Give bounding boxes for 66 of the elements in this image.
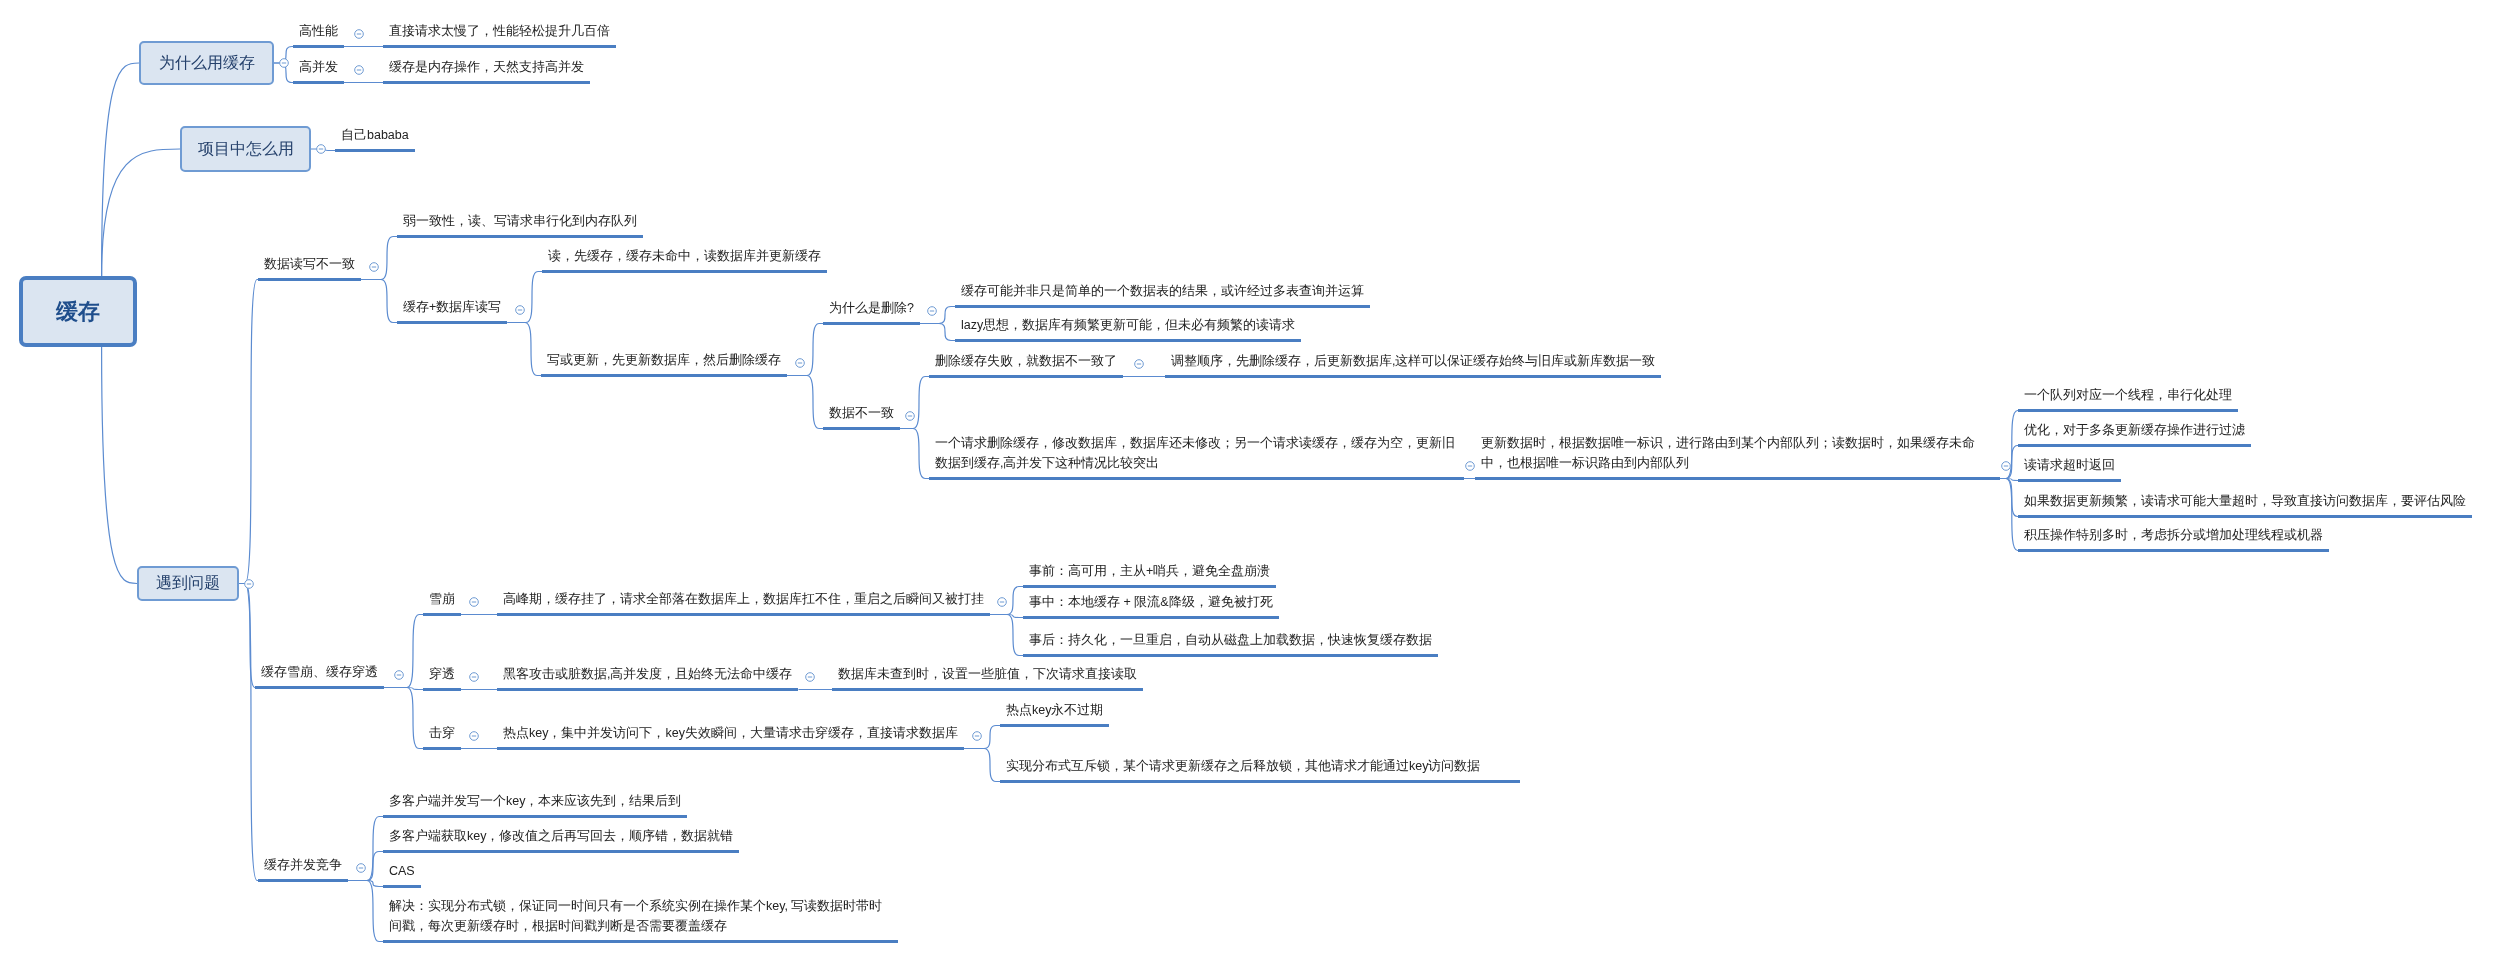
topic-label: 直接请求太慢了，性能轻松提升几百倍 (383, 21, 616, 48)
branch-line (343, 81, 384, 84)
branch-line (460, 688, 498, 691)
main-topic-box: 项目中怎么用 (180, 126, 311, 172)
topic-label: 更新数据时，根据数据唯一标识，进行路由到某个内部队列；读数据时，如果缓存未命中，也根据唯一标识路由到内部队列 (1475, 433, 2000, 480)
topic-label: 删除缓存失败，就数据不一致了 (929, 351, 1123, 378)
topic-label: 调整顺序，先删除缓存，后更新数据库,这样可以保证缓存始终与旧库或新库数据一致 (1165, 351, 1662, 378)
topic-label: 黑客攻击或脏数据,高并发度，且始终无法命中缓存 (497, 664, 799, 691)
topic-label: 热点key，集中并发访问下，key失效瞬间，大量请求击穿缓存，直接请求数据库 (497, 723, 964, 750)
branch-line (899, 427, 930, 480)
branch-line (963, 747, 1001, 783)
topic-label: 击穿 (423, 723, 461, 750)
topic-label: 为什么是删除? (823, 298, 920, 325)
branch-line (383, 686, 424, 750)
topic-label: 缓存是内存操作，天然支持高并发 (383, 57, 590, 84)
branch-line (273, 62, 294, 84)
topic-label: 如果数据更新频繁，读请求可能大量超时，导致直接访问数据库，要评估风险 (2018, 491, 2472, 518)
topic-label: 缓存并发竞争 (258, 855, 348, 882)
branch-line (1999, 477, 2019, 552)
topic-label: 实现分布式互斥锁，某个请求更新缓存之后释放锁，其他请求才能通过key访问数据 (1000, 756, 1520, 783)
topic-label: 高峰期，缓存挂了，请求全部落在数据库上，数据库扛不住，重启之后瞬间又被打挂 (497, 589, 990, 616)
branch-line (360, 278, 398, 324)
branch-line (786, 374, 824, 430)
branch-line (347, 879, 384, 943)
topic-label: 读，先缓存，缓存未命中，读数据库并更新缓存 (542, 246, 827, 273)
branch-line (460, 747, 498, 750)
topic-label: 多客户端获取key，修改值之后再写回去，顺序错，数据就错 (383, 826, 740, 853)
branch-line (1122, 375, 1166, 378)
topic-label: lazy思想，数据库有频繁更新可能，但未必有频繁的读请求 (955, 315, 1302, 342)
branch-line (101, 346, 138, 585)
topic-label: 一个请求删除缓存，修改数据库，数据库还未修改；另一个请求读缓存，缓存为空，更新旧数据到缓存,高并发下这种情况比较突出 (929, 433, 1464, 480)
topic-label: 事中：本地缓存 + 限流&降级，避免被打死 (1023, 592, 1279, 619)
branch-line (460, 613, 498, 616)
branch-line (506, 321, 542, 377)
topic-label: 写或更新，先更新数据库，然后删除缓存 (541, 350, 787, 377)
topic-label: 自己bababa (335, 125, 415, 152)
topic-label: 一个队列对应一个线程，串行化处理 (2018, 385, 2238, 412)
topic-label: 事前：高可用，主从+哨兵，避免全盘崩溃 (1023, 561, 1277, 588)
topic-label: 积压操作特别多时，考虑拆分或增加处理线程或机器 (2018, 525, 2329, 552)
branch-line (919, 322, 956, 342)
topic-label: 数据不一致 (823, 403, 900, 430)
topic-label: 高并发 (293, 57, 344, 84)
topic-label: 优化，对于多条更新缓存操作进行过滤 (2018, 420, 2251, 447)
topic-label: 缓存雪崩、缓存穿透 (255, 662, 384, 689)
topic-label: 读请求超时返回 (2018, 455, 2121, 482)
topic-label: 穿透 (423, 664, 461, 691)
branch-line (989, 613, 1024, 657)
branch-line (1463, 477, 1477, 480)
topic-label: 缓存+数据库读写 (397, 297, 508, 324)
topic-label: 弱一致性，读、写请求串行化到内存队列 (397, 211, 643, 238)
topic-label: 事后：持久化，一旦重启，自动从磁盘上加载数据，快速恢复缓存数据 (1023, 630, 1438, 657)
topic-label: 数据库未查到时，设置一些脏值，下次请求直接读取 (832, 664, 1143, 691)
branch-line (343, 45, 384, 48)
topic-label: CAS (383, 861, 421, 888)
topic-label: 高性能 (293, 21, 344, 48)
main-topic-box: 遇到问题 (137, 566, 239, 601)
topic-label: 数据读写不一致 (258, 254, 361, 281)
topic-label: 缓存可能并非只是简单的一个数据表的结果，或许经过多表查询并运算 (955, 281, 1370, 308)
topic-label: 多客户端并发写一个key，本来应该先到，结果后到 (383, 791, 688, 818)
branch-line (797, 688, 833, 691)
topic-label: 雪崩 (423, 589, 461, 616)
branch-line (101, 148, 181, 277)
topic-label: 热点key永不过期 (1000, 700, 1110, 727)
topic-label: 解决：实现分布式锁，保证同一时间只有一个系统实例在操作某个key, 写读数据时带时间戳，每次更新缓存时，根据时间戳判断是否需要覆盖缓存 (383, 896, 898, 943)
main-topic-box: 为什么用缓存 (139, 41, 274, 85)
central-topic-box: 缓存 (19, 276, 137, 347)
